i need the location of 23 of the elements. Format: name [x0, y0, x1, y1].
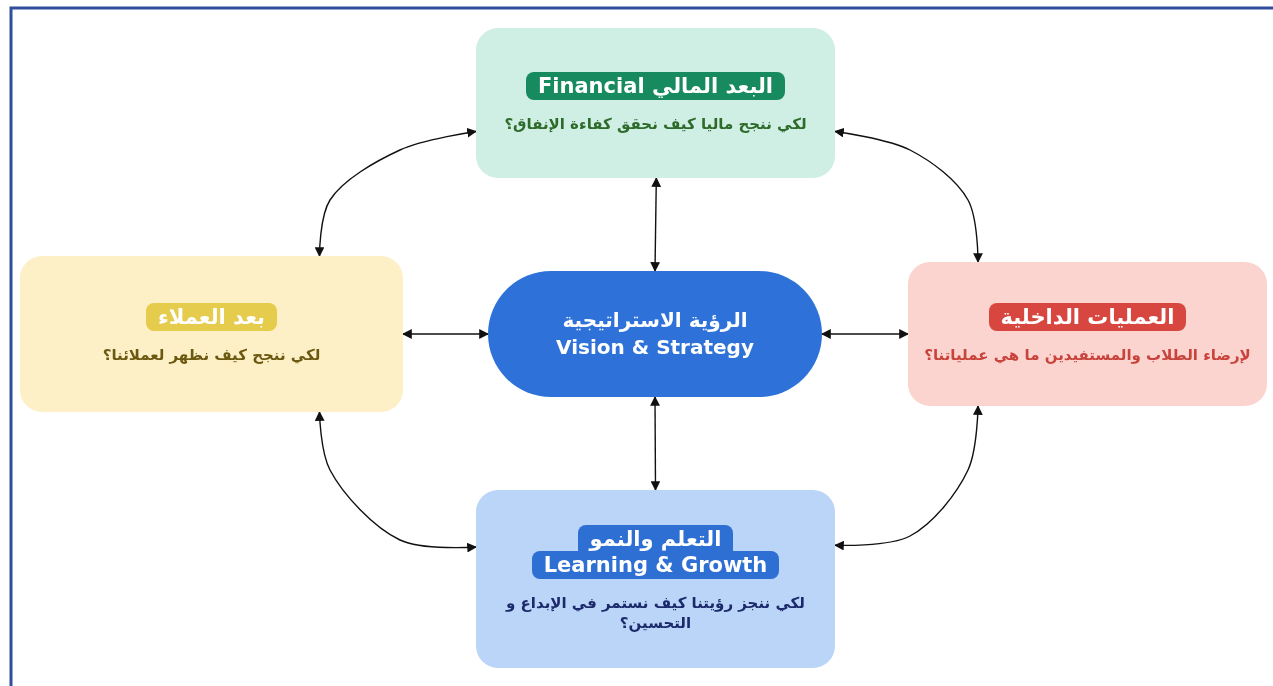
arrow — [314, 411, 477, 553]
perspective-card — [476, 490, 835, 668]
arrow — [314, 127, 477, 257]
center-title: Vision & Strategy — [556, 334, 754, 361]
heading-label: بعد العملاء — [146, 302, 277, 331]
arrow — [821, 329, 909, 339]
arrow — [834, 405, 983, 551]
question-text: لكي ننجح كيف نظهر لعملائنا؟ — [101, 344, 322, 366]
heading-label: Learning & Growth — [531, 550, 780, 579]
question-text: لكي ننجح ماليا كيف نحقق كفاءة الإنفاق؟ — [503, 113, 808, 135]
question-text: لكي ننجز رؤيتنا كيف نستمر في الإبداع و التحسين؟ — [504, 592, 806, 634]
heading-label: البعد المالي Financial — [525, 71, 786, 100]
arrow — [834, 127, 983, 263]
arrow — [650, 396, 661, 491]
perspective-card — [908, 262, 1267, 406]
perspective-card — [476, 28, 835, 178]
arrow — [650, 177, 662, 272]
question-text: لإرضاء الطلاب والمستفيدين ما هي عملياتنا؟ — [923, 344, 1252, 366]
arrow — [402, 329, 489, 339]
center-title: الرؤية الاستراتيجية — [562, 307, 748, 334]
heading-label: التعلم والنمو — [577, 524, 734, 551]
perspective-card — [20, 256, 403, 412]
heading-label: العمليات الداخلية — [988, 302, 1187, 331]
